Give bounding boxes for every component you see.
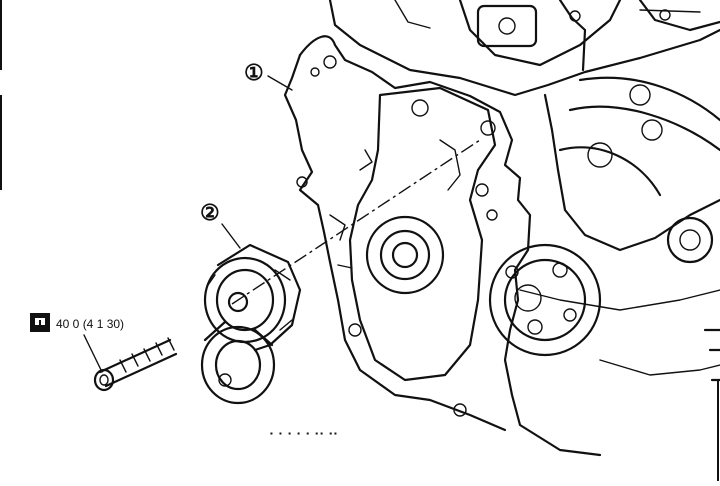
cylinder-head [328, 0, 720, 97]
callout-1: ① [244, 60, 293, 91]
belt-auto-tensioner [200, 243, 302, 405]
engine-front-cover [283, 35, 602, 457]
torque-leader-line [83, 334, 103, 373]
callout-2: ② [200, 200, 241, 249]
callout-1-label: ① [244, 60, 264, 85]
torque-wrench-icon [30, 313, 50, 332]
transmission-housing [519, 76, 720, 382]
tensioner-bolt [93, 337, 178, 392]
torque-spec: 40 0 (4 1 30) [30, 313, 124, 332]
installation-centerline [231, 139, 481, 305]
idler-pulley [488, 243, 602, 357]
torque-value: 40 0 (4 1 30) [56, 317, 124, 331]
callout-2-label: ② [200, 200, 220, 225]
figure-code: ▪ ▪ ▪ ▪ ▪ ▪▪ ▪▪ [270, 429, 339, 438]
